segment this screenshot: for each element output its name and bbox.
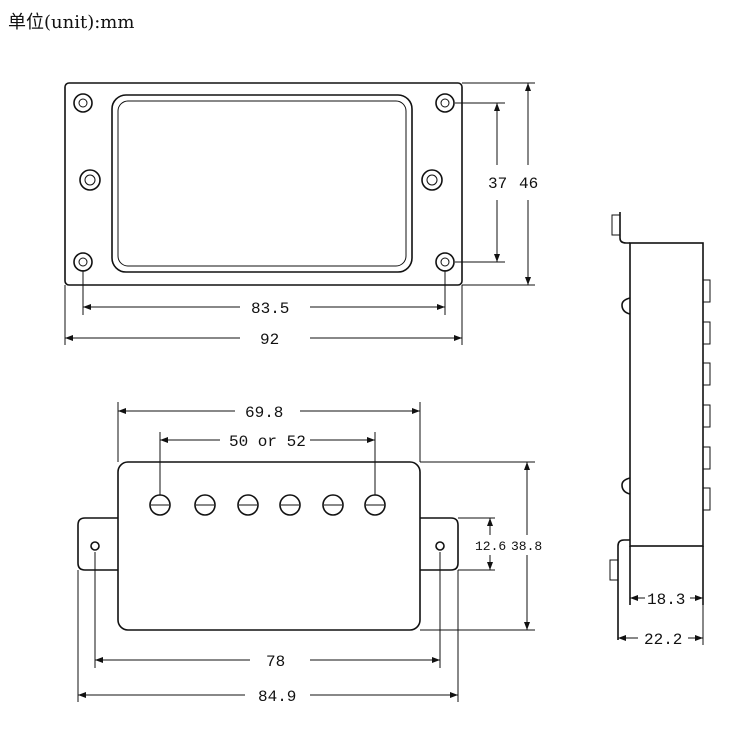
top-view-mounting-ring: 83.5 92 37 46 [64,82,538,349]
dim-12-6: 12.6 [475,539,506,554]
dim-84-9: 84.9 [258,688,296,706]
pole-pieces [149,494,386,516]
front-view-pickup: 69.8 50 or 52 12.6 38.8 78 84.9 [77,402,542,706]
dim-18-3: 18.3 [647,591,685,609]
dim-46: 46 [519,175,538,193]
dim-69-8: 69.8 [245,404,283,422]
dim-38-8: 38.8 [511,539,542,554]
dim-pole-spacing: 50 or 52 [229,433,306,451]
screw-holes [73,93,455,272]
dim-83-5: 83.5 [251,300,289,318]
dim-92: 92 [260,331,279,349]
side-view-pickup: 18.3 22.2 [609,212,711,649]
dim-78: 78 [266,653,285,671]
dim-22-2: 22.2 [644,631,682,649]
dim-37: 37 [488,175,507,193]
unit-label: 单位(unit):mm [8,12,135,33]
